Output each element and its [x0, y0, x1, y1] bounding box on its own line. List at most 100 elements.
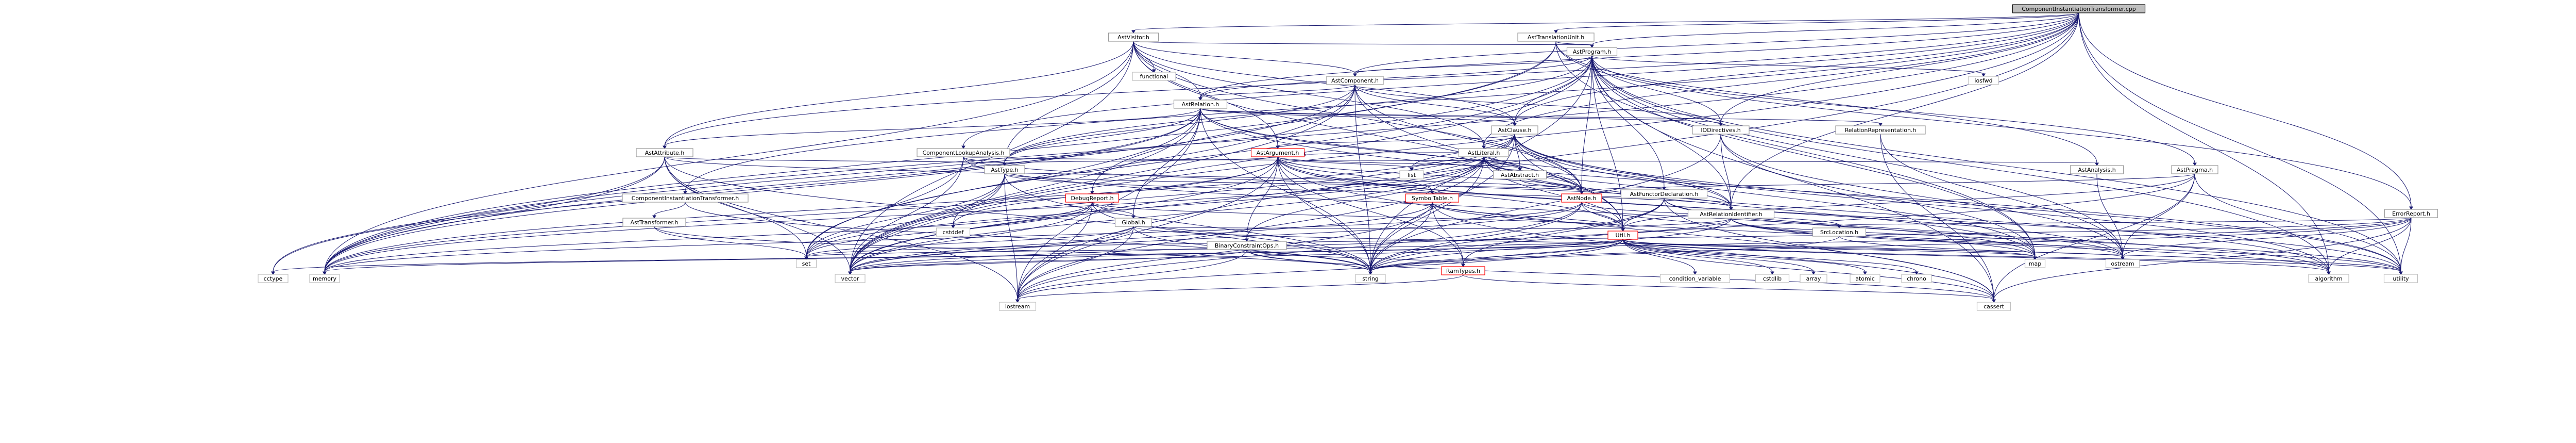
edge-astrelid-to-vector — [850, 218, 1732, 272]
node-box-astrelid — [1687, 209, 1775, 219]
arrowhead-asttu-to-debugreport — [1090, 191, 1094, 194]
arrowhead-astliteral-to-astabstract — [1518, 168, 1522, 171]
node-debugreport[interactable]: DebugReport.h — [1065, 193, 1120, 203]
arrowhead-errorreport-to-srclocation — [1837, 225, 1841, 228]
node-label-astpragma: AstPragma.h — [2177, 167, 2213, 173]
node-errorreport[interactable]: ErrorReport.h — [2384, 209, 2438, 218]
node-astattribute[interactable]: AstAttribute.h — [636, 148, 693, 157]
node-complookup[interactable]: ComponentLookupAnalysis.h — [917, 148, 1010, 157]
node-astnode[interactable]: AstNode.h — [1561, 193, 1602, 203]
node-list: list — [1399, 170, 1424, 179]
node-box-ramtypes — [1441, 266, 1485, 275]
edge-utilh-to-ostream — [1622, 239, 2123, 257]
node-compinst[interactable]: ComponentInstantiationTransformer.h — [622, 193, 749, 203]
node-global[interactable]: Global.h — [1114, 218, 1153, 227]
edge-errorreport-to-srclocation — [1839, 217, 2412, 226]
node-label-map: map — [2029, 260, 2041, 267]
arrowhead-utilh-to-cctype — [271, 271, 275, 275]
node-label-astrelation: AstRelation.h — [1182, 101, 1219, 108]
node-symboltable[interactable]: SymbolTable.h — [1405, 193, 1460, 203]
edge-errorreport-to-utility — [2400, 217, 2412, 272]
edge-astfunctor-to-string — [1370, 198, 1665, 272]
node-asttransformer[interactable]: AstTransformer.h — [622, 218, 686, 227]
edge-astrelation-to-iostream — [1017, 108, 1201, 300]
edge-binconstr-to-cassert — [1246, 249, 1994, 300]
node-box-complookup — [917, 148, 1010, 157]
arrowhead-astcomponent-to-astrelation — [1198, 97, 1202, 101]
arrowhead-ramtypes-to-iostream — [1015, 299, 1020, 303]
edge-utilh-to-condvar — [1622, 239, 1696, 272]
node-label-astanalysis: AstAnalysis.h — [2078, 167, 2115, 173]
edge-astprogram-to-memory — [324, 55, 1592, 272]
node-astcomponent[interactable]: AstComponent.h — [1326, 76, 1384, 85]
node-astliteral[interactable]: AstLiteral.h — [1458, 148, 1510, 157]
node-astabstract[interactable]: AstAbstract.h — [1493, 170, 1547, 179]
edge-relrep-to-ostream — [1880, 134, 2123, 257]
edge-root-to-astvisitor — [1133, 12, 2079, 31]
edge-astclause-to-astargument — [1277, 134, 1515, 146]
arrowhead-root-to-asttu — [1554, 30, 1558, 34]
edge-asttu-to-astanalysis — [1555, 41, 2097, 163]
node-astpragma[interactable]: AstPragma.h — [2171, 165, 2218, 174]
edge-utilh-to-vector — [850, 239, 1623, 272]
node-ioqh[interactable]: IODirectives.h — [1692, 125, 1750, 135]
edge-root-to-iostream — [1017, 12, 2079, 300]
arrowhead-astprogram-to-astpragma — [2193, 162, 2197, 166]
node-astvisitor[interactable]: AstVisitor.h — [1108, 32, 1159, 42]
node-astclause[interactable]: AstClause.h — [1491, 125, 1538, 135]
edge-srclocation-to-utility — [1839, 236, 2401, 272]
node-box-symboltable — [1405, 193, 1460, 203]
node-box-utility — [2383, 274, 2418, 283]
edge-astclause-to-set — [806, 134, 1515, 257]
node-box-astpragma — [2171, 165, 2218, 174]
node-box-list — [1399, 170, 1424, 179]
node-label-astabstract: AstAbstract.h — [1501, 172, 1539, 178]
edge-astrelation-to-string — [1200, 108, 1371, 272]
node-ramtypes[interactable]: RamTypes.h — [1441, 266, 1485, 275]
node-label-utility: utility — [2393, 275, 2409, 282]
node-astrelation[interactable]: AstRelation.h — [1173, 100, 1228, 109]
edge-astattribute-to-memory — [324, 156, 665, 272]
edge-astprogram-to-astclause — [1514, 55, 1592, 124]
edge-global-to-set — [806, 226, 1134, 257]
node-binconstr[interactable]: BinaryConstraintOps.h — [1207, 241, 1287, 250]
edge-astargument-to-vector — [850, 156, 1278, 272]
edge-astargument-to-memory — [324, 156, 1278, 272]
node-box-asttu — [1517, 32, 1595, 42]
edge-astvisitor-to-astprogram — [1133, 41, 1592, 45]
edge-utilh-to-atomic — [1622, 239, 1866, 272]
edge-asttu-to-errorreport — [1555, 41, 2412, 207]
node-box-chrono — [1901, 274, 1932, 283]
node-srclocation[interactable]: SrcLocation.h — [1812, 227, 1867, 237]
edge-debugreport-to-vector — [850, 202, 1093, 272]
arrowhead-ramtypes-to-cassert — [1992, 299, 1996, 303]
node-astprogram[interactable]: AstProgram.h — [1566, 47, 1618, 56]
node-utilh[interactable]: Util.h — [1607, 231, 1638, 240]
edge-astliteral-to-vector — [850, 156, 1484, 272]
node-root[interactable]: ComponentInstantiationTransformer.cpp — [2012, 4, 2146, 13]
node-astargument[interactable]: AstArgument.h — [1250, 148, 1305, 157]
edge-compinst-to-string — [685, 202, 1371, 272]
node-astanalysis[interactable]: AstAnalysis.h — [2070, 165, 2124, 174]
node-astfunctor[interactable]: AstFunctorDeclaration.h — [1620, 189, 1708, 199]
edge-astprogram-to-algorithm — [1591, 55, 2329, 272]
edge-astargument-to-list — [1277, 156, 1412, 169]
edge-debugreport-to-global — [1092, 202, 1134, 216]
node-label-debugreport: DebugReport.h — [1071, 195, 1113, 202]
edge-astfunctor-to-cassert — [1664, 198, 1994, 300]
node-astrelid[interactable]: AstRelationIdentifier.h — [1687, 209, 1775, 219]
edge-astnode-to-vector — [850, 202, 1582, 272]
node-relrep[interactable]: RelationRepresentation.h — [1835, 125, 1926, 135]
node-label-asttype: AstType.h — [991, 167, 1018, 173]
node-label-asttransformer: AstTransformer.h — [630, 219, 678, 226]
node-cstddef: cstddef — [936, 227, 971, 237]
node-asttype[interactable]: AstType.h — [984, 165, 1025, 174]
edge-astvisitor-to-astattribute — [664, 41, 1134, 146]
edge-astprogram-to-astpragma — [1591, 55, 2195, 163]
edge-astpragma-to-utilh — [1622, 173, 2195, 229]
edge-astvisitor-to-asttype — [1004, 41, 1134, 163]
node-asttu[interactable]: AstTranslationUnit.h — [1517, 32, 1595, 42]
edge-root-to-memory — [324, 12, 2079, 272]
edge-binconstr-to-string — [1246, 249, 1371, 272]
